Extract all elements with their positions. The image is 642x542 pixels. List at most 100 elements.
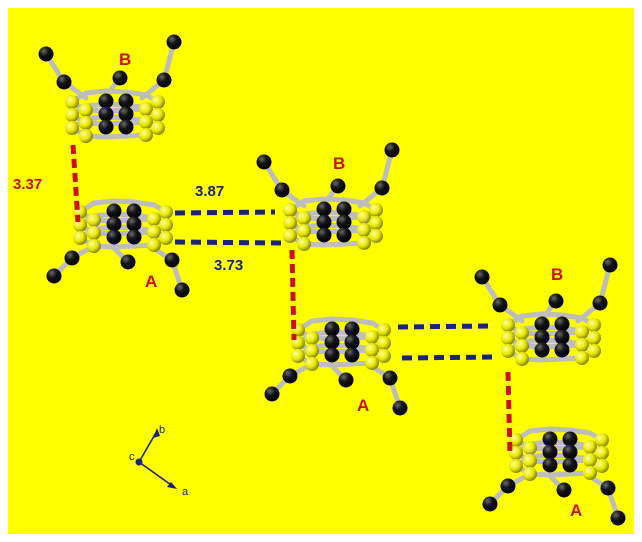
carbon-atom: [316, 214, 332, 230]
sulfur-atom: [283, 203, 297, 217]
carbon-atom: [98, 106, 114, 122]
carbon-atom: [324, 321, 340, 337]
carbon-atom: [542, 431, 558, 447]
sulfur-atom: [595, 446, 609, 460]
sulfur-atom: [509, 433, 523, 447]
sulfur-atom: [291, 349, 305, 363]
sulfur-atom: [377, 336, 391, 350]
sulfur-atom: [305, 357, 319, 371]
horizontal-contacts: [174, 209, 497, 361]
sulfur-atom: [87, 239, 101, 253]
carbon-atom: [324, 334, 340, 350]
carbon-atom: [118, 93, 134, 109]
carbon-atom: [562, 444, 578, 460]
sulfur-atom: [79, 129, 93, 143]
carbon-atom: [542, 457, 558, 473]
sulfur-atom: [515, 326, 529, 340]
vertical-contacts: [70, 144, 513, 456]
carbon-atom: [112, 70, 128, 86]
sulfur-atom: [523, 467, 537, 481]
sulfur-atom: [65, 95, 79, 109]
carbon-atom: [64, 250, 80, 266]
carbon-atom: [556, 482, 572, 498]
bond: [301, 196, 327, 204]
carbon-atom: [98, 119, 114, 135]
horizontal-contact-line: [174, 239, 283, 246]
carbon-atom: [164, 252, 180, 268]
carbon-atom: [384, 142, 400, 158]
sulfur-atom: [365, 343, 379, 357]
carbon-atom: [330, 178, 346, 194]
carbon-atom: [38, 46, 54, 62]
bond: [527, 426, 553, 434]
carbon-atom: [56, 74, 72, 90]
vertical-contact-line: [289, 249, 297, 341]
horizontal-contact-line: [174, 209, 276, 216]
sulfur-atom: [357, 236, 371, 250]
sulfur-atom: [151, 95, 165, 109]
axis-a-label: a: [182, 486, 189, 498]
carbon-atom: [482, 496, 498, 512]
sulfur-atom: [297, 224, 311, 238]
carbon-atom: [562, 431, 578, 447]
sulfur-atom: [575, 338, 589, 352]
sulfur-atom: [523, 441, 537, 455]
carbon-atom: [118, 119, 134, 135]
sulfur-atom: [509, 446, 523, 460]
carbon-atom: [282, 368, 298, 384]
molecule-label-b: B: [119, 50, 131, 69]
carbon-atom: [120, 254, 136, 270]
carbon-atom: [126, 229, 142, 245]
axis-a-arrow: [138, 461, 175, 488]
axis-c-dot: [135, 458, 143, 466]
sulfur-atom: [369, 229, 383, 243]
distance-label-horizontal-lower: 3.73: [214, 257, 243, 274]
sulfur-atom: [147, 212, 161, 226]
sulfur-atom: [575, 325, 589, 339]
sulfur-atom: [159, 231, 173, 245]
sulfur-atom: [369, 216, 383, 230]
carbon-atom: [98, 93, 114, 109]
sulfur-atom: [139, 115, 153, 129]
sulfur-atom: [65, 121, 79, 135]
atom-layer: [38, 34, 626, 526]
carbon-atom: [324, 347, 340, 363]
carbon-atom: [534, 329, 550, 345]
sulfur-atom: [79, 103, 93, 117]
sulfur-atom: [595, 433, 609, 447]
molecule-label-a: A: [145, 272, 157, 291]
carbon-atom: [274, 182, 290, 198]
carbon-atom: [374, 180, 390, 196]
carbon-atom: [316, 227, 332, 243]
sulfur-atom: [587, 344, 601, 358]
sulfur-atom: [159, 205, 173, 219]
distance-label-vertical: 3.37: [13, 176, 42, 193]
carbon-atom: [106, 229, 122, 245]
carbon-atom: [602, 257, 618, 273]
molecule-label-b: B: [333, 154, 345, 173]
sulfur-atom: [377, 349, 391, 363]
axis-c-label: c: [129, 451, 135, 463]
bond: [547, 426, 573, 433]
sulfur-atom: [515, 339, 529, 353]
sulfur-atom: [87, 213, 101, 227]
bond: [547, 471, 573, 478]
carbon-atom: [336, 201, 352, 217]
sulfur-atom: [501, 331, 515, 345]
bond: [83, 88, 109, 96]
bond: [329, 361, 355, 368]
carbon-atom: [548, 293, 564, 309]
sulfur-atom: [365, 330, 379, 344]
sulfur-atom: [357, 223, 371, 237]
carbon-atom: [338, 372, 354, 388]
molecule-label-a: A: [570, 501, 582, 520]
carbon-atom: [492, 297, 508, 313]
carbon-atom: [344, 321, 360, 337]
sulfur-atom: [509, 459, 523, 473]
sulfur-atom: [73, 231, 87, 245]
sulfur-atom: [523, 454, 537, 468]
sulfur-atom: [283, 229, 297, 243]
sulfur-atom: [147, 238, 161, 252]
carbon-atom: [554, 316, 570, 332]
vertical-contact-line: [70, 144, 81, 223]
